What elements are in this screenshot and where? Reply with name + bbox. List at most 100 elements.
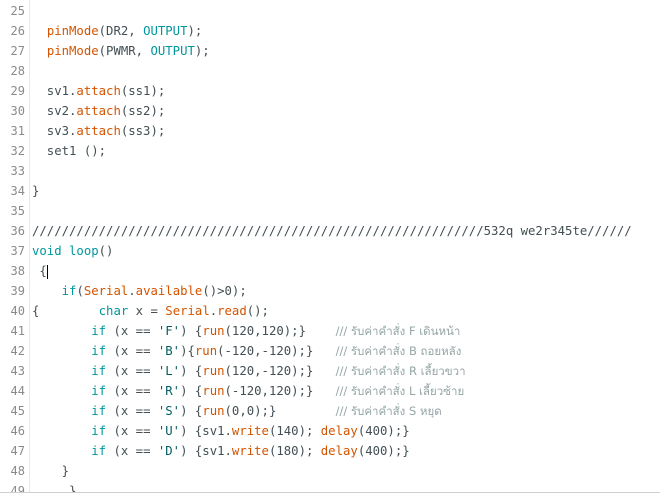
code-token: (PWMR,: [98, 44, 151, 58]
code-text[interactable]: if (x == 'B'){run(-120,-120);} /// รับค่…: [32, 341, 461, 361]
line-number: 37: [10, 244, 25, 258]
code-token: [32, 324, 91, 338]
code-text[interactable]: if (x == 'L') {run(120,-120);} /// รับค่…: [32, 361, 465, 381]
code-token: if: [91, 364, 107, 378]
code-token: if: [91, 384, 107, 398]
code-line[interactable]: 45 if (x == 'S') {run(0,0);} /// รับค่าค…: [0, 401, 660, 421]
code-line[interactable]: 36//////////////////////////////////////…: [0, 221, 660, 241]
code-token: delay: [320, 444, 358, 458]
code-token: (ss3);: [120, 124, 166, 138]
code-line[interactable]: 46 if (x == 'U') {sv1.write(140); delay(…: [0, 421, 660, 441]
code-line[interactable]: 49 }: [0, 481, 660, 492]
code-token: }: [32, 484, 77, 492]
code-line[interactable]: 39 if(Serial.available()>0);: [0, 281, 660, 301]
code-token: (x ==: [106, 384, 158, 398]
line-number: 49: [10, 484, 25, 492]
code-line[interactable]: 31 sv3.attach(ss3);: [0, 121, 660, 141]
code-text[interactable]: sv3.attach(ss3);: [32, 121, 165, 141]
code-token: [32, 424, 91, 438]
code-line[interactable]: 29 sv1.attach(ss1);: [0, 81, 660, 101]
code-token: read: [217, 304, 247, 318]
code-text[interactable]: }: [32, 481, 76, 492]
code-text[interactable]: if (x == 'F') {run(120,120);} /// รับค่า…: [32, 321, 460, 341]
code-line[interactable]: 48 }: [0, 461, 660, 481]
code-line[interactable]: 44 if (x == 'R') {run(-120,120);} /// รั…: [0, 381, 660, 401]
code-token: [32, 44, 47, 58]
gutter-separator: [29, 0, 30, 492]
code-line[interactable]: 40{ char x = Serial.read();: [0, 301, 660, 321]
code-token: (x ==: [106, 364, 158, 378]
code-token: 'R': [157, 384, 181, 398]
code-line[interactable]: 41 if (x == 'F') {run(120,120);} /// รับ…: [0, 321, 660, 341]
code-token: run: [202, 324, 225, 338]
code-token: run: [202, 404, 225, 418]
code-token: (): [98, 244, 114, 258]
code-line[interactable]: 37 void loop(): [0, 241, 660, 261]
code-text[interactable]: void loop(): [32, 241, 113, 261]
code-line[interactable]: 26 pinMode(DR2, OUTPUT);: [0, 21, 660, 41]
code-text[interactable]: if (x == 'S') {run(0,0);} /// รับค่าคำสั…: [32, 401, 441, 421]
line-number: 39: [10, 284, 25, 298]
code-token: .: [209, 304, 218, 318]
code-token: 'F': [157, 324, 181, 338]
code-text[interactable]: if (x == 'U') {sv1.write(140); delay(400…: [32, 421, 409, 441]
code-text[interactable]: set1 ();: [32, 141, 106, 161]
code-token: run: [202, 384, 225, 398]
code-line[interactable]: 33: [0, 161, 660, 181]
code-text[interactable]: }: [32, 181, 39, 201]
code-text[interactable]: if (x == 'R') {run(-120,120);} /// รับค่…: [32, 381, 464, 401]
code-text[interactable]: ////////////////////////////////////////…: [32, 221, 632, 241]
code-text[interactable]: pinMode(DR2, OUTPUT);: [32, 21, 202, 41]
code-line[interactable]: 43 if (x == 'L') {run(120,-120);} /// รั…: [0, 361, 660, 381]
code-token: loop: [69, 244, 99, 258]
code-token: (x ==: [106, 444, 158, 458]
code-line[interactable]: 42 if (x == 'B'){run(-120,-120);} /// รั…: [0, 341, 660, 361]
code-text[interactable]: sv1.attach(ss1);: [32, 81, 165, 101]
line-number: 45: [10, 404, 25, 418]
code-line[interactable]: 32 set1 ();: [0, 141, 660, 161]
line-number: 42: [10, 344, 25, 358]
code-token: /// รับค่าคำสั่ง B ถอยหลัง: [335, 344, 462, 358]
code-line[interactable]: 34}: [0, 181, 660, 201]
line-number: 47: [10, 444, 25, 458]
code-token: (400);}: [357, 444, 410, 458]
code-token: [32, 444, 91, 458]
code-token: if: [91, 344, 107, 358]
horizontal-scrollbar[interactable]: [0, 492, 660, 498]
code-token: ){: [180, 344, 195, 358]
code-token: write: [231, 444, 269, 458]
code-token: [32, 24, 47, 38]
code-text[interactable]: sv2.attach(ss2);: [32, 101, 165, 121]
code-token: OUTPUT: [143, 24, 188, 38]
code-token: [32, 384, 91, 398]
code-token: {: [32, 304, 99, 318]
code-text[interactable]: { char x = Serial.read();: [32, 301, 269, 321]
code-token: [32, 404, 91, 418]
code-line[interactable]: 35: [0, 201, 660, 221]
code-token: [32, 344, 91, 358]
code-token: ) {sv1.: [180, 444, 232, 458]
line-number: 34: [10, 184, 25, 198]
code-token: 'S': [157, 404, 181, 418]
code-token: x =: [128, 304, 166, 318]
code-token: ) {: [180, 324, 203, 338]
code-token: char: [98, 304, 129, 318]
code-line[interactable]: 30 sv2.attach(ss2);: [0, 101, 660, 121]
code-token: run: [194, 344, 218, 358]
code-text[interactable]: if (x == 'D') {sv1.write(180); delay(400…: [32, 441, 410, 461]
line-number: 46: [10, 424, 25, 438]
code-token: pinMode: [46, 44, 99, 58]
code-text[interactable]: {: [32, 261, 48, 281]
code-line[interactable]: 28: [0, 61, 660, 81]
code-text[interactable]: }: [32, 461, 69, 481]
code-line[interactable]: 25: [0, 1, 660, 21]
code-line[interactable]: 38 {: [0, 261, 660, 281]
code-token: [32, 284, 62, 298]
code-text[interactable]: pinMode(PWMR, OUTPUT);: [32, 41, 210, 61]
line-number: 44: [10, 384, 25, 398]
code-text[interactable]: if(Serial.available()>0);: [32, 281, 247, 301]
code-line[interactable]: 47 if (x == 'D') {sv1.write(180); delay(…: [0, 441, 660, 461]
code-token: ()>0);: [202, 284, 247, 298]
code-line[interactable]: 27 pinMode(PWMR, OUTPUT);: [0, 41, 660, 61]
